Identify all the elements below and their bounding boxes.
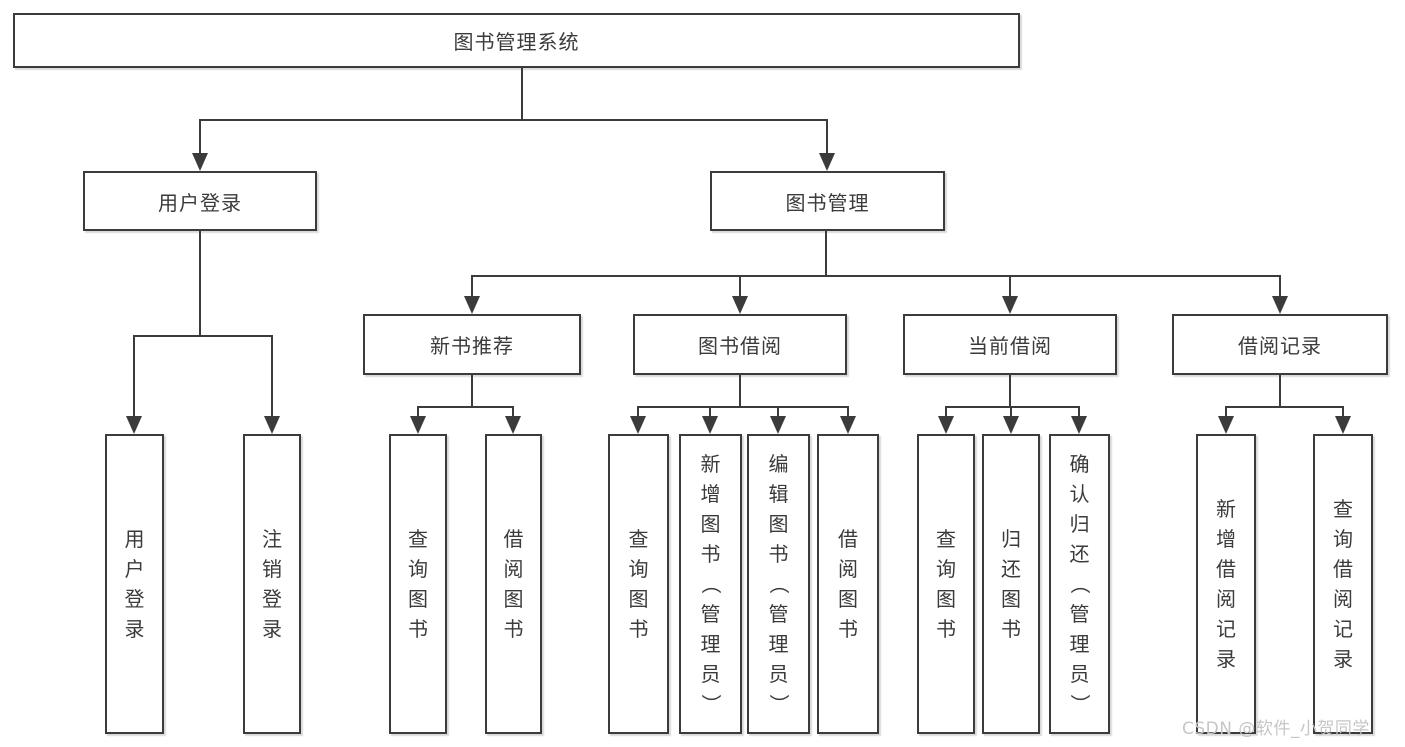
node-user-login: 用户登录 [83,171,317,231]
leaf-borrow-books-label: 借阅图书 [838,527,858,641]
node-new-book-recommend-label: 新书推荐 [430,334,514,358]
connector-line [777,406,779,416]
connector-line [199,119,201,154]
connector-line [199,231,201,335]
leaf-query-borrow-record-label: 查询借阅记录 [1333,497,1353,671]
connector-line [471,275,1281,277]
node-current-borrow-label: 当前借阅 [968,334,1052,358]
connector-line [1009,275,1011,296]
node-book-management: 图书管理 [710,171,945,231]
connector-line [637,406,848,408]
connector-line [1342,406,1344,416]
leaf-confirm-return-admin-label: 确认归还（管理员） [1067,452,1092,714]
leaf-confirm-return-admin: 确认归还（管理员） [1049,434,1110,734]
leaf-user-login-label: 用户登录 [124,527,145,641]
connector-line [1279,275,1281,296]
leaf-add-borrow-record: 新增借阅记录 [1196,434,1256,734]
node-user-login-label: 用户登录 [158,190,242,215]
arrow-down-icon [819,153,835,171]
connector-line [417,406,419,416]
arrow-down-icon [1071,416,1087,434]
leaf-current-query-books: 查询图书 [917,434,975,734]
connector-line [1009,375,1011,406]
leaf-borrow-query-books-label: 查询图书 [628,527,649,641]
arrow-down-icon [1272,296,1288,314]
connector-line [637,406,639,416]
connector-line [1225,406,1343,408]
node-book-borrow-label: 图书借阅 [698,334,782,358]
arrow-down-icon [505,416,521,434]
connector-line [945,406,947,416]
connector-line [471,375,473,406]
arrow-down-icon [410,416,426,434]
leaf-return-books-label: 归还图书 [1001,527,1021,641]
node-current-borrow: 当前借阅 [903,314,1117,375]
connector-line [709,406,711,416]
leaf-current-query-books-label: 查询图书 [936,527,956,641]
arrow-down-icon [1003,416,1019,434]
connector-line [1078,406,1080,416]
leaf-return-books: 归还图书 [982,434,1040,734]
leaf-user-login: 用户登录 [105,434,164,734]
node-book-management-label: 图书管理 [785,190,870,215]
connector-line [512,406,514,416]
connector-line [826,119,828,154]
node-borrow-records-label: 借阅记录 [1238,334,1322,358]
leaf-borrow-query-books: 查询图书 [608,434,669,734]
connector-line [133,335,135,416]
connector-line [271,335,273,416]
connector-line [825,231,827,275]
node-book-borrow: 图书借阅 [633,314,847,375]
connector-line [1279,375,1281,406]
arrow-down-icon [126,416,142,434]
leaf-recommend-borrow-books-label: 借阅图书 [503,527,524,641]
arrow-down-icon [464,296,480,314]
leaf-query-borrow-record: 查询借阅记录 [1313,434,1373,734]
arrow-down-icon [770,416,786,434]
node-root: 图书管理系统 [13,13,1020,68]
leaf-recommend-borrow-books: 借阅图书 [485,434,542,734]
connector-line [134,335,273,337]
connector-line [1010,406,1012,416]
connector-line [417,406,514,408]
arrow-down-icon [938,416,954,434]
leaf-logout-label: 注销登录 [262,527,282,641]
leaf-recommend-query-books: 查询图书 [389,434,447,734]
arrow-down-icon [630,416,646,434]
arrow-down-icon [840,416,856,434]
node-new-book-recommend: 新书推荐 [363,314,581,375]
arrow-down-icon [702,416,718,434]
connector-line [739,375,741,406]
arrow-down-icon [1002,296,1018,314]
leaf-edit-books-admin-label: 编辑图书（管理员） [766,452,791,714]
leaf-add-books-admin: 新增图书（管理员） [679,434,742,734]
leaf-add-borrow-record-label: 新增借阅记录 [1216,497,1236,671]
arrow-down-icon [732,296,748,314]
leaf-logout: 注销登录 [243,434,301,734]
connector-line [847,406,849,416]
arrow-down-icon [192,153,208,171]
connector-line [199,119,828,121]
connector-line [471,275,473,296]
leaf-add-books-admin-label: 新增图书（管理员） [698,452,723,714]
connector-line [945,406,1080,408]
leaf-recommend-query-books-label: 查询图书 [408,527,428,641]
leaf-borrow-books: 借阅图书 [817,434,879,734]
csdn-watermark: CSDN @软件_小贺同学 [1182,719,1370,739]
arrow-down-icon [1335,416,1351,434]
node-root-label: 图书管理系统 [453,30,580,54]
connector-line [1225,406,1227,416]
arrow-down-icon [264,416,280,434]
node-borrow-records: 借阅记录 [1172,314,1388,375]
connector-line [521,66,523,119]
connector-line [739,275,741,296]
arrow-down-icon [1218,416,1234,434]
leaf-edit-books-admin: 编辑图书（管理员） [747,434,810,734]
